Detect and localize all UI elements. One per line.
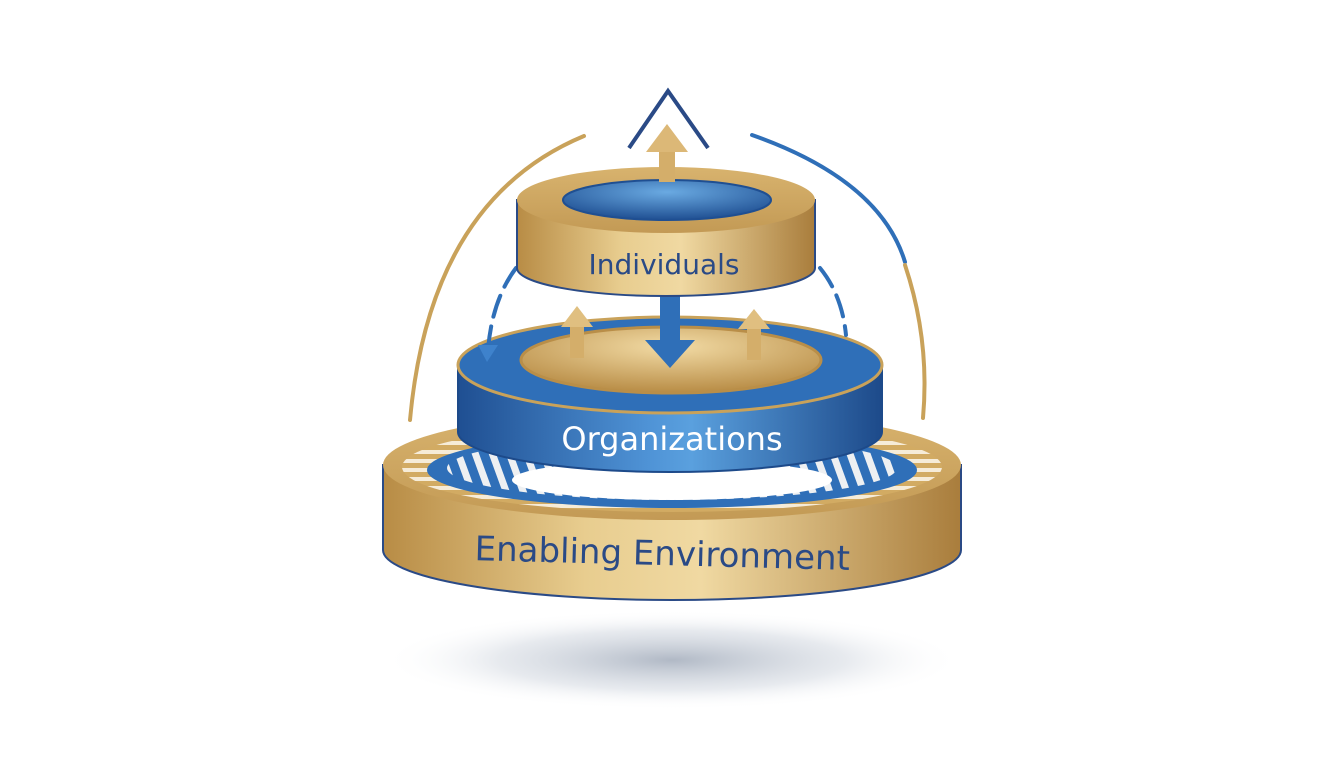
organizations-left-up-arrow: [561, 306, 593, 358]
outer-right-gold-arc: [903, 263, 927, 420]
center-down-arrow: [645, 296, 695, 368]
right-dashed-arc: [818, 266, 848, 337]
tier-label-individuals: Individuals: [589, 248, 740, 281]
left-dashed-return-arrowhead: [478, 345, 498, 362]
outer-right-blue-arc: [750, 133, 907, 264]
individuals-up-arrow: [646, 124, 688, 182]
tier-individuals: Individuals: [516, 167, 816, 297]
top-chevron-icon: [627, 87, 710, 150]
outer-left-gold-arc: [408, 134, 586, 422]
tier-label-enabling-environment: Enabling Environment: [474, 529, 850, 579]
tier-label-organizations: Organizations: [561, 420, 782, 458]
organizations-right-up-arrow: [738, 309, 770, 360]
left-dashed-return-arc: [486, 266, 518, 352]
ground-shadow: [382, 610, 962, 710]
